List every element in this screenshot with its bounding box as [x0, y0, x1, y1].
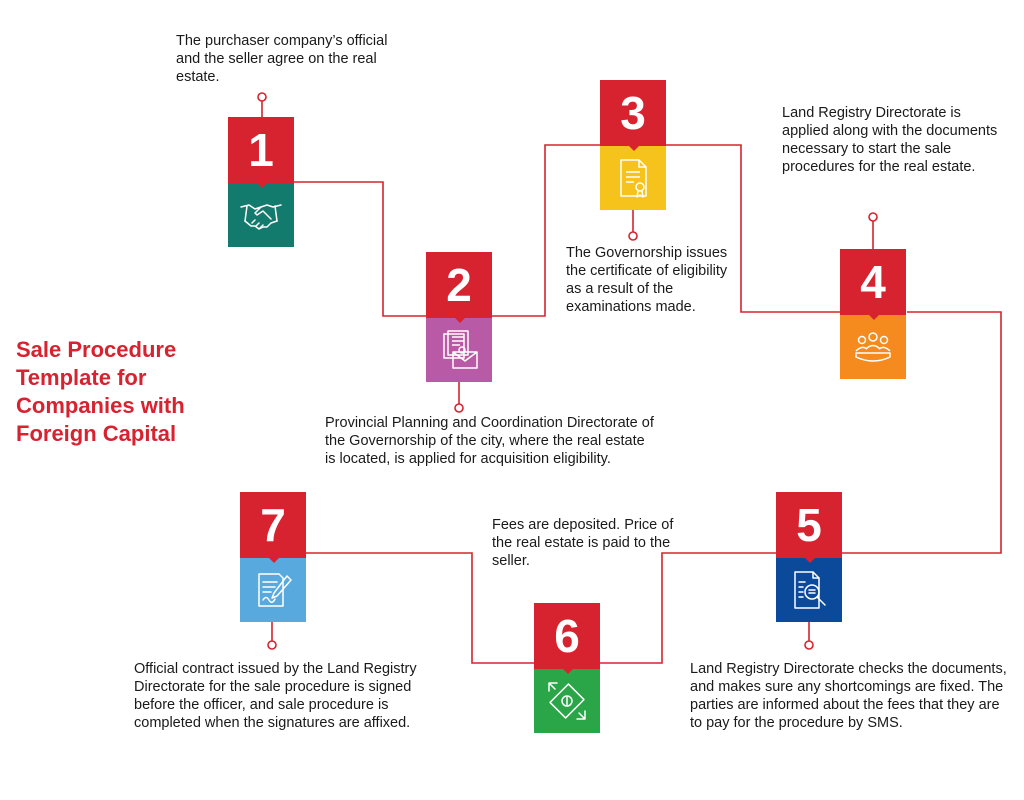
step-4-icon-tile [840, 315, 906, 379]
step-7: 7 [240, 492, 306, 622]
step-6: 6 [534, 603, 600, 733]
meeting-people-icon [855, 332, 891, 362]
step-4-description: Land Registry Directorate is applied alo… [782, 105, 998, 175]
step-3-icon-tile [600, 146, 666, 210]
step-2-description: Provincial Planning and Coordination Dir… [325, 415, 654, 467]
step-2: 2 [426, 252, 492, 382]
step-7-number: 7 [240, 492, 306, 563]
contract-sign-icon [258, 573, 292, 607]
step-3: 3 [600, 80, 666, 210]
page-title: Sale Procedure Template for Companies wi… [16, 337, 185, 446]
certificate-document-icon [620, 159, 647, 198]
step-5: 5 [776, 492, 842, 622]
document-search-icon [794, 571, 826, 609]
step-4: 4 [840, 249, 906, 379]
step-6-number: 6 [534, 603, 600, 674]
step-2-icon-tile [426, 318, 492, 382]
step-7-icon-tile [240, 558, 306, 622]
step-1-number: 1 [228, 117, 294, 188]
step-7-description: Official contract issued by the Land Reg… [134, 661, 417, 731]
money-exchange-icon [548, 682, 586, 720]
step-1-icon-tile [228, 183, 294, 247]
step-5-number: 5 [776, 492, 842, 563]
step-4-number: 4 [840, 249, 906, 320]
step-3-number: 3 [600, 80, 666, 151]
step-5-icon-tile [776, 558, 842, 622]
step-6-icon-tile [534, 669, 600, 733]
documents-envelope-icon [443, 330, 478, 369]
step-3-description: The Governorship issues the certificate … [566, 245, 728, 315]
step-6-description: Fees are deposited. Price of the real es… [492, 517, 674, 569]
step-2-number: 2 [426, 252, 492, 323]
step-1: 1 [228, 117, 294, 247]
step-5-description: Land Registry Directorate checks the doc… [690, 661, 1007, 731]
step-1-description: The purchaser company’s official and the… [176, 33, 388, 85]
handshake-icon [240, 204, 282, 230]
